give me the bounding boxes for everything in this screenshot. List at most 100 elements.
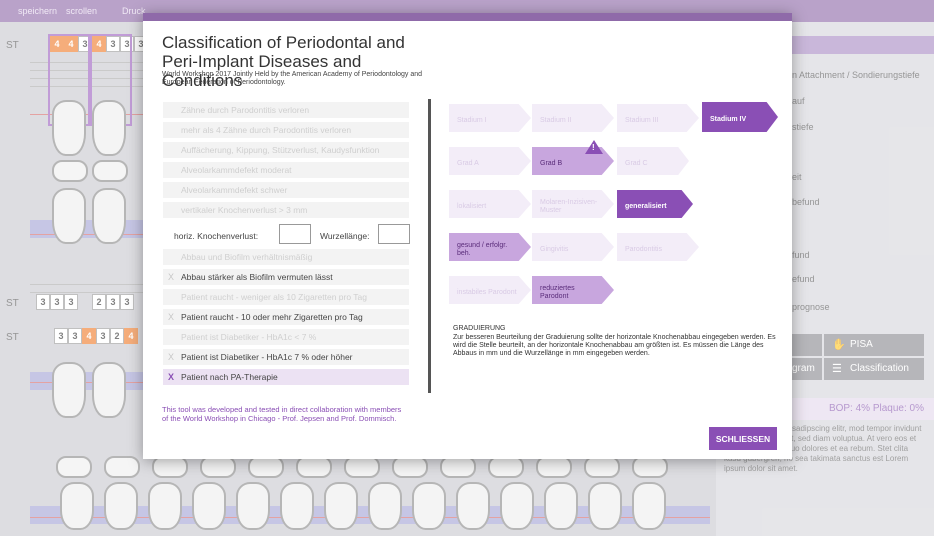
tooth-crown[interactable] xyxy=(52,188,86,244)
probing-cell[interactable]: 3 xyxy=(120,294,134,310)
tooth-crown[interactable] xyxy=(368,482,402,530)
side-panel-item[interactable]: auf xyxy=(792,96,805,106)
gram-button[interactable]: gram xyxy=(792,358,822,380)
probing-cell[interactable]: 3 xyxy=(106,36,120,52)
criterion-label: Abbau stärker als Biofilm vermuten lässt xyxy=(181,272,333,282)
tooth-crown[interactable] xyxy=(280,482,314,530)
tooth-crown[interactable] xyxy=(148,482,182,530)
tooth-crown[interactable] xyxy=(632,482,666,530)
probing-cell[interactable]: 3 xyxy=(50,294,64,310)
criterion-label: Abbau und Biofilm verhältnismäßig xyxy=(181,252,313,262)
tooth-crown[interactable] xyxy=(60,482,94,530)
toolbar-item-save[interactable]: speichern xyxy=(18,6,58,16)
root-length-input[interactable] xyxy=(378,224,410,244)
grade-arrow[interactable]: Grad C xyxy=(617,147,689,175)
tooth-occlusal[interactable] xyxy=(104,456,140,478)
grade-label: Grad B xyxy=(540,159,563,167)
tooth-crown[interactable] xyxy=(52,362,86,418)
extent-label: generalisiert xyxy=(625,202,667,210)
tooth-crown[interactable] xyxy=(52,100,86,156)
checkbox-mark: X xyxy=(168,272,175,282)
perio-label: reduziertes Parodont xyxy=(540,284,575,300)
criterion-item[interactable]: X Abbau stärker als Biofilm vermuten läs… xyxy=(163,269,409,285)
tooth-crown[interactable] xyxy=(92,100,126,156)
grade-arrow[interactable]: Grad A xyxy=(449,147,531,175)
tooth-crown[interactable] xyxy=(192,482,226,530)
tooth-crown[interactable] xyxy=(500,482,534,530)
close-button[interactable]: SCHLIESSEN xyxy=(709,427,777,450)
probing-cell[interactable]: 4 xyxy=(50,36,64,52)
tooth-crown[interactable] xyxy=(92,188,126,244)
extent-arrow-selected[interactable]: generalisiert xyxy=(617,190,693,218)
bone-loss-input[interactable] xyxy=(279,224,311,244)
status-arrow[interactable]: Parodontitis xyxy=(617,233,699,261)
criterion-item[interactable]: X Patient raucht - 10 oder mehr Zigarett… xyxy=(163,309,409,325)
stage-arrow-selected[interactable]: Stadium IV xyxy=(702,102,778,132)
status-label: gesund / erfolgr. beh. xyxy=(457,241,508,257)
criterion-item[interactable]: Alveolarkammdefekt moderat xyxy=(163,162,409,178)
criterion-item[interactable]: Abbau und Biofilm verhältnismäßig xyxy=(163,249,409,265)
stage-arrow[interactable]: Stadium III xyxy=(617,104,699,132)
side-panel-item[interactable]: befund xyxy=(792,197,820,207)
side-panel-item[interactable]: fund xyxy=(792,250,810,260)
criterion-item[interactable]: vertikaler Knochenverlust > 3 mm xyxy=(163,202,409,218)
probing-cell[interactable]: 3 xyxy=(54,328,68,344)
criterion-item-selected[interactable]: X Patient nach PA-Therapie xyxy=(163,369,409,385)
tooth-crown[interactable] xyxy=(324,482,358,530)
side-panel-item[interactable]: prognose xyxy=(792,302,830,312)
st-label: ST xyxy=(6,332,19,343)
criterion-item[interactable]: Auffächerung, Kippung, Stützverlust, Kau… xyxy=(163,142,409,158)
criterion-label: Patient nach PA-Therapie xyxy=(181,372,278,382)
perio-arrow-selected[interactable]: reduziertes Parodont xyxy=(532,276,614,304)
toolbar-item-print[interactable]: Druck xyxy=(122,6,146,16)
criterion-item[interactable]: X Patient ist Diabetiker - HbA1c 7 % ode… xyxy=(163,349,409,365)
tooth-crown[interactable] xyxy=(236,482,270,530)
stage-arrow[interactable]: Stadium II xyxy=(532,104,614,132)
stage-arrow[interactable]: Stadium I xyxy=(449,104,531,132)
criterion-label: mehr als 4 Zähne durch Parodontitis verl… xyxy=(181,125,352,135)
dialog-title: Classification of Periodontal and Peri-I… xyxy=(162,33,405,90)
st-label: ST xyxy=(6,40,19,51)
criterion-item[interactable]: Patient ist Diabetiker - HbA1c < 7 % xyxy=(163,329,409,345)
tooth-crown[interactable] xyxy=(544,482,578,530)
tooth-occlusal[interactable] xyxy=(92,160,128,182)
classification-button[interactable]: ☰ Classification xyxy=(824,358,924,380)
probing-cell[interactable]: 3 xyxy=(96,328,110,344)
probing-cell[interactable]: 4 xyxy=(124,328,138,344)
probing-cell[interactable]: 4 xyxy=(92,36,106,52)
tooth-occlusal[interactable] xyxy=(52,160,88,182)
probing-cell[interactable]: 4 xyxy=(64,36,78,52)
pisa-label: PISA xyxy=(850,339,873,350)
stage-label: Stadium III xyxy=(625,116,659,124)
extent-arrow[interactable]: Molaren-Inzisiven-Muster xyxy=(532,190,614,218)
probing-cell[interactable]: 2 xyxy=(110,328,124,344)
tooth-crown[interactable] xyxy=(104,482,138,530)
criterion-item[interactable]: mehr als 4 Zähne durch Parodontitis verl… xyxy=(163,122,409,138)
criterion-item[interactable]: Patient raucht - weniger als 10 Zigarett… xyxy=(163,289,409,305)
side-button-left[interactable] xyxy=(792,334,822,356)
criterion-item[interactable]: Alveolarkammdefekt schwer xyxy=(163,182,409,198)
probing-cell[interactable]: 4 xyxy=(82,328,96,344)
tooth-crown[interactable] xyxy=(92,362,126,418)
probing-cell[interactable]: 3 xyxy=(68,328,82,344)
criterion-item[interactable]: Zähne durch Parodontitis verloren xyxy=(163,102,409,118)
probing-cell[interactable]: 3 xyxy=(64,294,78,310)
probing-cell[interactable]: 3 xyxy=(36,294,50,310)
side-panel-item[interactable]: efund xyxy=(792,274,815,284)
extent-arrow[interactable]: lokalisiert xyxy=(449,190,531,218)
side-panel-item[interactable]: n Attachment / Sondierungstiefe xyxy=(792,70,920,80)
tooth-crown[interactable] xyxy=(588,482,622,530)
tooth-crown[interactable] xyxy=(456,482,490,530)
pisa-button[interactable]: ✋ PISA xyxy=(824,334,924,356)
tooth-crown[interactable] xyxy=(412,482,446,530)
perio-arrow[interactable]: instabiles Parodont xyxy=(449,276,531,304)
status-arrow[interactable]: Gingivitis xyxy=(532,233,614,261)
probing-cell[interactable]: 3 xyxy=(106,294,120,310)
side-panel-item[interactable]: stiefe xyxy=(792,122,814,132)
side-panel-item[interactable]: eit xyxy=(792,172,802,182)
status-arrow-selected[interactable]: gesund / erfolgr. beh. xyxy=(449,233,531,261)
toolbar-item-scroll[interactable]: scrollen xyxy=(66,6,98,16)
checkbox-mark: X xyxy=(168,312,175,322)
probing-cell[interactable]: 2 xyxy=(92,294,106,310)
tooth-occlusal[interactable] xyxy=(56,456,92,478)
